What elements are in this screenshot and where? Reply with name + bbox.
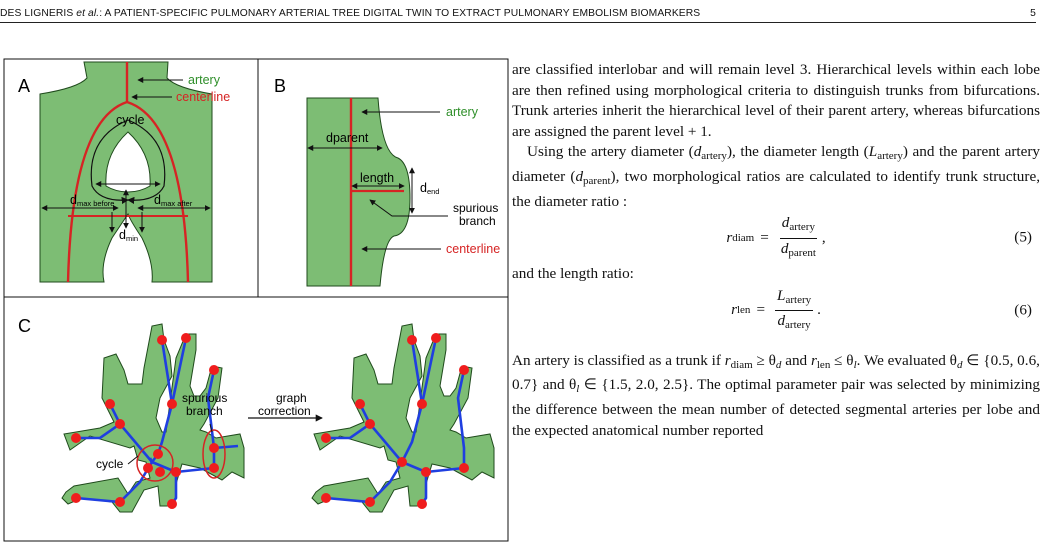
node (157, 335, 167, 345)
panel-b-spurious-line1: spurious (453, 201, 498, 215)
tree-before-spurious-line1: spurious (182, 391, 227, 405)
tree-before-spurious-line2: branch (186, 404, 223, 418)
tree-before-edge-cycle (148, 457, 154, 463)
panel-c-letter: C (18, 316, 31, 336)
panel-a: A cycle dmax before dmax after dmin arte… (18, 61, 230, 283)
panel-a-dmax-after-label: dmax after (154, 193, 193, 208)
length-ratio-intro: and the length ratio: (512, 265, 634, 283)
panel-a-dmin-label: dmin (119, 228, 138, 243)
node (421, 467, 431, 477)
tree-before-edge-top (170, 337, 188, 405)
node (167, 499, 177, 509)
running-header: DES LIGNERIS et al.: A PATIENT-SPECIFIC … (0, 0, 1042, 26)
panel-b-length-label: length (360, 171, 394, 185)
node (397, 457, 407, 467)
node (209, 463, 219, 473)
node (407, 335, 417, 345)
page-number: 5 (1030, 8, 1036, 19)
panel-b: B dparent length dend spurious branch ar… (274, 76, 500, 287)
node (143, 463, 153, 473)
node (417, 399, 427, 409)
panel-a-artery-label: artery (188, 73, 221, 87)
tree-before-edge-left (76, 403, 122, 440)
tree-after (311, 323, 495, 513)
panel-b-artery-label: artery (446, 105, 479, 119)
panel-c-frame (3, 296, 509, 542)
paragraph-2: Using the artery diameter (dartery), the… (512, 143, 1041, 210)
node (459, 463, 469, 473)
tree-before-cycle-pointer (127, 455, 139, 465)
graph-correction-line2: correction (258, 404, 311, 418)
node (167, 399, 177, 409)
tree-before-nodes (71, 333, 219, 509)
tree-after-edge-top (420, 337, 438, 405)
node (115, 419, 125, 429)
equation-5-number: (5) (1014, 228, 1032, 246)
header-rule (0, 22, 1036, 23)
node (71, 433, 81, 443)
node (355, 399, 365, 409)
node (181, 333, 191, 343)
figure-svg: A cycle dmax before dmax after dmin arte… (3, 58, 509, 542)
panel-a-centerline-right (126, 100, 190, 283)
node (171, 467, 181, 477)
node (417, 499, 427, 509)
running-head-authors: DES LIGNERIS (0, 8, 77, 19)
node (321, 433, 331, 443)
running-head-etal: et al. (76, 8, 100, 19)
node (459, 365, 469, 375)
tree-after-edge-left (326, 403, 372, 440)
panel-b-dend-label: dend (420, 181, 439, 196)
running-head: DES LIGNERIS et al.: A PATIENT-SPECIFIC … (0, 8, 700, 19)
panel-a-centerline-left (66, 62, 129, 283)
node (321, 493, 331, 503)
node (105, 399, 115, 409)
tree-before-vessel (61, 323, 245, 513)
node (365, 419, 375, 429)
node (209, 365, 219, 375)
tree-before-cycle-label: cycle (96, 457, 124, 471)
tree-after-edge-bottom (325, 461, 404, 504)
tree-before-spurious-ellipse (202, 429, 226, 479)
panel-b-spurious-pointer (369, 199, 448, 217)
equation-6-number: (6) (1014, 301, 1032, 319)
node (365, 497, 375, 507)
text-column: are classified interlobar and will remai… (512, 60, 1040, 441)
graph-correction-line1: graph (276, 391, 307, 405)
panel-b-centerline-label: centerline (446, 242, 500, 256)
node (155, 467, 165, 477)
node (71, 493, 81, 503)
tree-before-cycle-circle (136, 444, 174, 482)
panel-b-spurious-line2: branch (459, 214, 496, 228)
panel-a-dmax-before-label: dmax before (70, 193, 114, 208)
panel-c: C (18, 316, 495, 513)
node (153, 449, 163, 459)
panel-a-cycle-arrow-left (90, 119, 129, 205)
node (431, 333, 441, 343)
tree-after-vessel (311, 323, 495, 513)
paragraph-3: An artery is classified as a trunk if rd… (512, 351, 1040, 439)
node (115, 497, 125, 507)
tree-before: spurious branch cycle (61, 323, 245, 513)
figure: A cycle dmax before dmax after dmin arte… (0, 58, 510, 542)
panel-a-cycle-label: cycle (116, 113, 145, 127)
node (209, 443, 219, 453)
tree-after-edge-right (425, 369, 466, 474)
tree-after-edge-main (369, 339, 424, 465)
tree-after-nodes (321, 333, 469, 509)
paragraph-1: are classified interlobar and will remai… (512, 61, 1040, 140)
panel-a-centerline-label: centerline (176, 90, 230, 104)
panel-b-letter: B (274, 76, 286, 96)
panel-a-cycle-arrow-right (127, 119, 166, 205)
panel-b-dparent-label: dparent (326, 131, 369, 145)
running-head-title: : A PATIENT-SPECIFIC PULMONARY ARTERIAL … (99, 8, 701, 19)
tree-before-spurious-pointer (209, 423, 213, 433)
panel-a-letter: A (18, 76, 30, 96)
